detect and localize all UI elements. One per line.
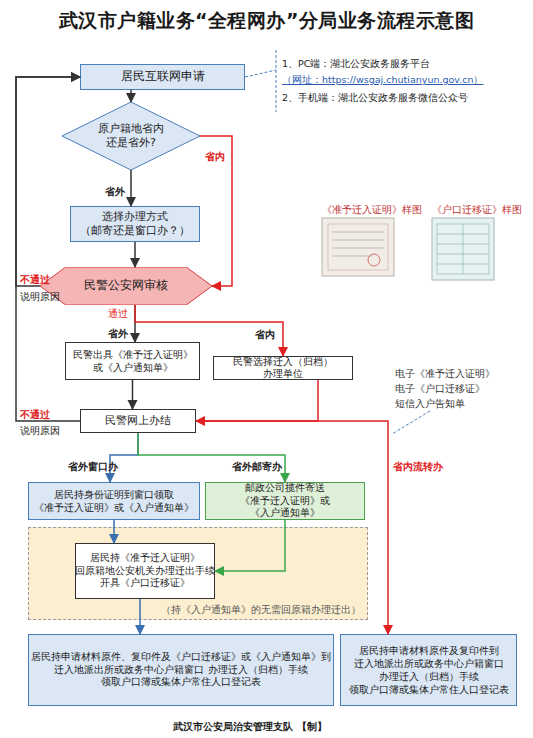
process-box: 邮政公司揽件寄送 《准予迁入证明》或《入户通知单》 (205, 482, 365, 520)
process-box: 居民持申请材料原件、复印件及《户口迁移证》或《入户通知单》到 迁入地派出所或政务… (28, 634, 334, 706)
sample-document (328, 224, 388, 270)
process-box: 居民持《准予迁入证明》 回原籍地公安机关办理迁出手续 开具《户口迁移证》 (75, 543, 215, 599)
edge-label: 不通过 (20, 408, 50, 422)
leader-line (392, 411, 430, 434)
connector (134, 305, 136, 342)
shape-fill (62, 102, 200, 170)
edge-label: 省内流转办 (393, 460, 443, 474)
review-hexagon: 民警公安网审核 (40, 267, 212, 305)
note-label: 短信入户告知单 (395, 398, 465, 410)
sample-document (332, 248, 384, 249)
note-label: 通过 (108, 308, 128, 320)
process-box: 民警网上办结 (80, 409, 196, 433)
note-text: （持《入户通知单》的无需回原籍办理迁出） (161, 604, 361, 616)
process-box: 居民持申请材料原件及复印件到 迁入地派出所或政务中心户籍窗口 办理迁入（归档）手… (340, 634, 517, 706)
connector (130, 90, 132, 102)
sample-document (322, 218, 394, 276)
leader-line (245, 70, 276, 77)
note-label: 2、手机端：湖北公安政务服务微信公众号 (282, 92, 468, 104)
process-box: 居民互联网申请 (80, 64, 245, 90)
edge-label: 省外 (108, 327, 128, 341)
sample-document (463, 224, 464, 274)
node-text: 民警公安网审核 (84, 278, 168, 294)
node-text: 居民互联网申请 (121, 69, 205, 85)
node-text: 民警网上办结 (105, 414, 171, 428)
diagram-caption: 武汉市公安局治安管理支队 【制】 (150, 720, 350, 734)
process-box: 选择办理方式 （邮寄还是窗口办？） (70, 206, 200, 242)
sample-document (332, 240, 384, 241)
node-text: 居民持申请材料原件、复印件及《户口迁移证》或《入户通知单》到 迁入地派出所或政务… (31, 651, 331, 688)
connector (196, 380, 318, 421)
node-text: 民警出具《准予迁入证明》 或《入户通知单》 (68, 348, 197, 374)
process-box: 居民持身份证明到窗口领取 《准予迁入证明》或《入户通知单》 (28, 482, 200, 520)
edge-label: 省外 (105, 185, 125, 199)
sample-document (432, 218, 494, 280)
note-label: 《准予迁入证明》样图 (322, 204, 422, 216)
note-label: 1、PC端：湖北公安政务服务平台 (282, 58, 430, 70)
node-text: 居民持身份证明到窗口领取 《准予迁入证明》或《入户通知单》 (31, 488, 197, 514)
leader-line (276, 50, 277, 112)
node-text: 居民持《准予迁入证明》 回原籍地公安机关办理迁出手续 开具《户口迁移证》 (75, 552, 215, 589)
connector (200, 136, 232, 286)
process-box: 民警选择迁入（归档）办理单位 (213, 356, 353, 380)
edge-label: 省外邮寄办 (232, 460, 282, 474)
connector (132, 380, 134, 409)
group-band: （持《入户通知单》的无需回原籍办理迁出） 居民持《准予迁入证明》 回原籍地公安机关… (28, 527, 368, 620)
connector (138, 433, 285, 482)
note-label: （网址：https://wsgaj.chutianyun.gov.cn） (282, 74, 483, 86)
note-label: 电子《准予迁入证明》 (395, 368, 495, 380)
sample-document (332, 256, 372, 257)
note-label: 电子《户口迁移证》 (395, 383, 485, 395)
edge-label: 不通过 (20, 273, 50, 287)
sample-document (368, 254, 380, 266)
node-text: 原户籍地省内 还是省外? (90, 122, 172, 151)
note-label: 《户口迁移证》样图 (432, 204, 522, 216)
node-text: 民警选择迁入（归档）办理单位 (216, 356, 350, 381)
connector (16, 77, 80, 286)
connector (110, 433, 138, 482)
edge-label: 省外窗口办 (68, 460, 118, 474)
decision-diamond: 原户籍地省内 还是省外? (62, 102, 200, 170)
sample-document (437, 224, 489, 274)
connector (134, 242, 136, 267)
connector (130, 170, 132, 206)
process-box: 民警出具《准予迁入证明》 或《入户通知单》 (65, 342, 200, 380)
note-label: 说明原因 (20, 425, 60, 437)
node-text: 邮政公司揽件寄送 《准予迁入证明》或《入户通知单》 (208, 482, 362, 519)
note-label: 说明原因 (20, 291, 60, 303)
sample-document (332, 232, 384, 233)
node-text: 选择办理方式 （邮寄还是窗口办？） (73, 210, 197, 239)
diagram-title: 武汉市户籍业务“全程网办”分局业务流程示意图 (0, 8, 533, 34)
shape-fill (40, 267, 212, 305)
edge-label: 省内 (255, 328, 275, 342)
node-text: 居民持申请材料原件及复印件到 迁入地派出所或政务中心户籍窗口 办理迁入（归档）手… (343, 644, 514, 696)
edge-label: 省内 (205, 150, 225, 164)
